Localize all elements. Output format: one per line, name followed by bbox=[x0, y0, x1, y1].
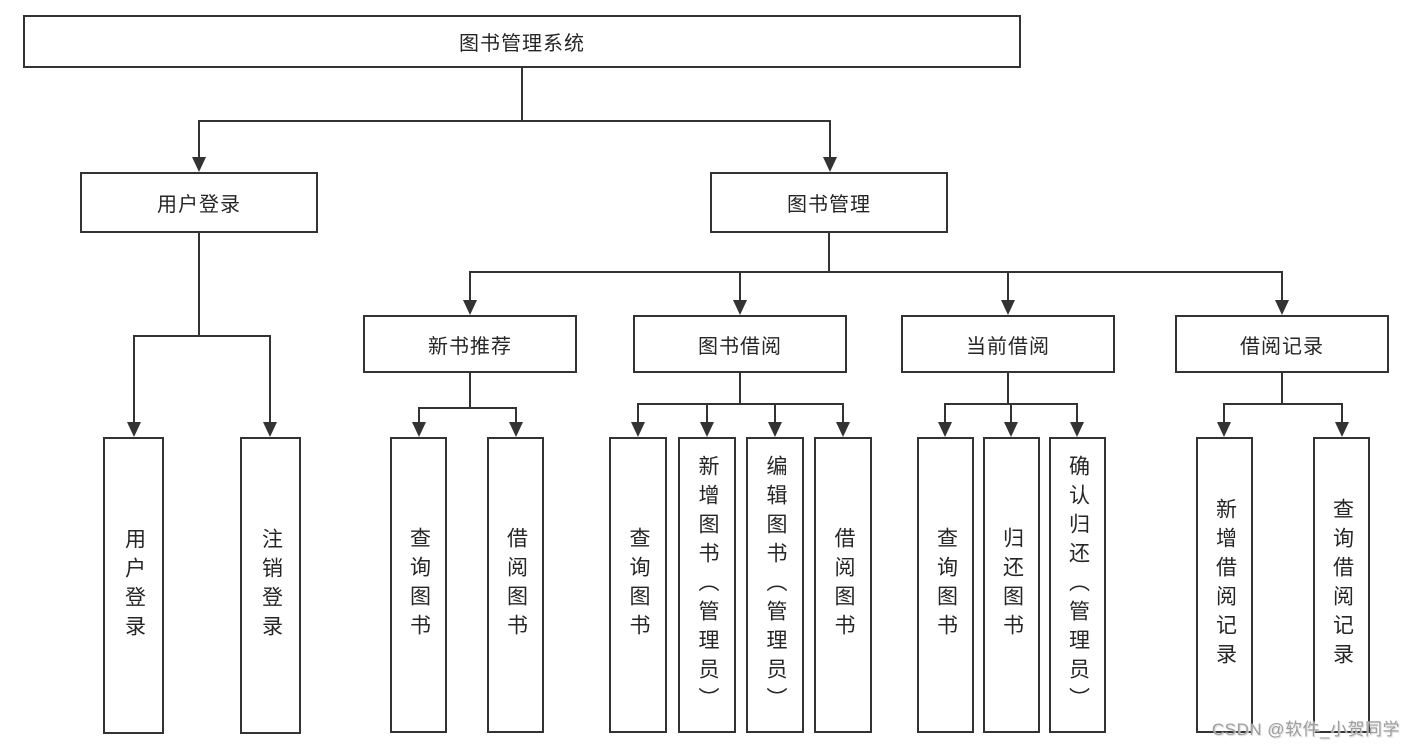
leaf-return-books: 归还图书 bbox=[983, 437, 1040, 733]
connector-line bbox=[198, 120, 831, 122]
leaf-query-books-borrowing: 查询图书 bbox=[609, 437, 667, 733]
arrow-down-icon bbox=[192, 157, 206, 172]
leaf-query-borrow-record: 查询借阅记录 bbox=[1313, 437, 1370, 733]
arrow-down-icon bbox=[1335, 422, 1349, 437]
connector-line bbox=[133, 335, 135, 424]
connector-line bbox=[521, 68, 523, 120]
connector-line bbox=[842, 403, 844, 424]
leaf-user-login: 用户登录 bbox=[103, 437, 164, 734]
node-borrowing-records: 借阅记录 bbox=[1175, 315, 1389, 373]
connector-line bbox=[418, 407, 420, 424]
arrow-down-icon bbox=[1217, 422, 1231, 437]
csdn-watermark: CSDN @软件_小贺同学 bbox=[1211, 720, 1400, 739]
connector-line bbox=[515, 407, 517, 424]
connector-line bbox=[1224, 403, 1342, 405]
leaf-query-books-recommend: 查询图书 bbox=[390, 437, 447, 733]
leaf-add-borrow-record: 新增借阅记录 bbox=[1196, 437, 1253, 733]
arrow-down-icon bbox=[509, 422, 523, 437]
connector-line bbox=[1281, 271, 1283, 302]
connector-line bbox=[418, 407, 517, 409]
connector-line bbox=[828, 233, 830, 271]
arrow-down-icon bbox=[1275, 300, 1289, 315]
connector-line bbox=[944, 403, 946, 424]
connector-line bbox=[198, 233, 200, 335]
arrow-down-icon bbox=[1070, 422, 1084, 437]
node-new-book-recommend: 新书推荐 bbox=[363, 315, 577, 373]
leaf-logout: 注销登录 bbox=[240, 437, 301, 734]
connector-line bbox=[1010, 403, 1012, 424]
connector-line bbox=[637, 403, 639, 424]
node-book-borrowing: 图书借阅 bbox=[633, 315, 847, 373]
arrow-down-icon bbox=[733, 300, 747, 315]
leaf-borrow-books-recommend: 借阅图书 bbox=[487, 437, 544, 733]
leaf-confirm-return-admin: 确认归还（管理员） bbox=[1049, 437, 1106, 733]
node-current-borrowing: 当前借阅 bbox=[901, 315, 1115, 373]
connector-line bbox=[1007, 271, 1009, 302]
connector-line bbox=[1341, 403, 1343, 424]
connector-line bbox=[1281, 373, 1283, 403]
arrow-down-icon bbox=[127, 422, 141, 437]
connector-line bbox=[638, 403, 844, 405]
leaf-edit-books-admin: 编辑图书（管理员） bbox=[746, 437, 804, 733]
connector-line bbox=[469, 373, 471, 407]
connector-line bbox=[469, 271, 471, 302]
connector-line bbox=[470, 271, 1283, 273]
arrow-down-icon bbox=[631, 422, 645, 437]
arrow-down-icon bbox=[263, 422, 277, 437]
connector-line bbox=[829, 120, 831, 159]
connector-line bbox=[739, 373, 741, 403]
arrow-down-icon bbox=[768, 422, 782, 437]
node-book-management: 图书管理 bbox=[710, 172, 948, 233]
arrow-down-icon bbox=[1001, 300, 1015, 315]
node-root-library-system: 图书管理系统 bbox=[23, 15, 1021, 68]
connector-line bbox=[706, 403, 708, 424]
arrow-down-icon bbox=[463, 300, 477, 315]
arrow-down-icon bbox=[1004, 422, 1018, 437]
connector-line bbox=[1007, 373, 1009, 403]
connector-line bbox=[1223, 403, 1225, 424]
connector-line bbox=[269, 335, 271, 424]
connector-line bbox=[774, 403, 776, 424]
arrow-down-icon bbox=[823, 157, 837, 172]
connector-line bbox=[133, 335, 271, 337]
arrow-down-icon bbox=[700, 422, 714, 437]
arrow-down-icon bbox=[412, 422, 426, 437]
leaf-add-books-admin: 新增图书（管理员） bbox=[678, 437, 736, 733]
connector-line bbox=[739, 271, 741, 302]
node-user-login: 用户登录 bbox=[80, 172, 318, 233]
arrow-down-icon bbox=[836, 422, 850, 437]
connector-line bbox=[1076, 403, 1078, 424]
leaf-borrow-books: 借阅图书 bbox=[814, 437, 872, 733]
connector-line bbox=[198, 120, 200, 159]
arrow-down-icon bbox=[938, 422, 952, 437]
leaf-query-books-current: 查询图书 bbox=[917, 437, 974, 733]
